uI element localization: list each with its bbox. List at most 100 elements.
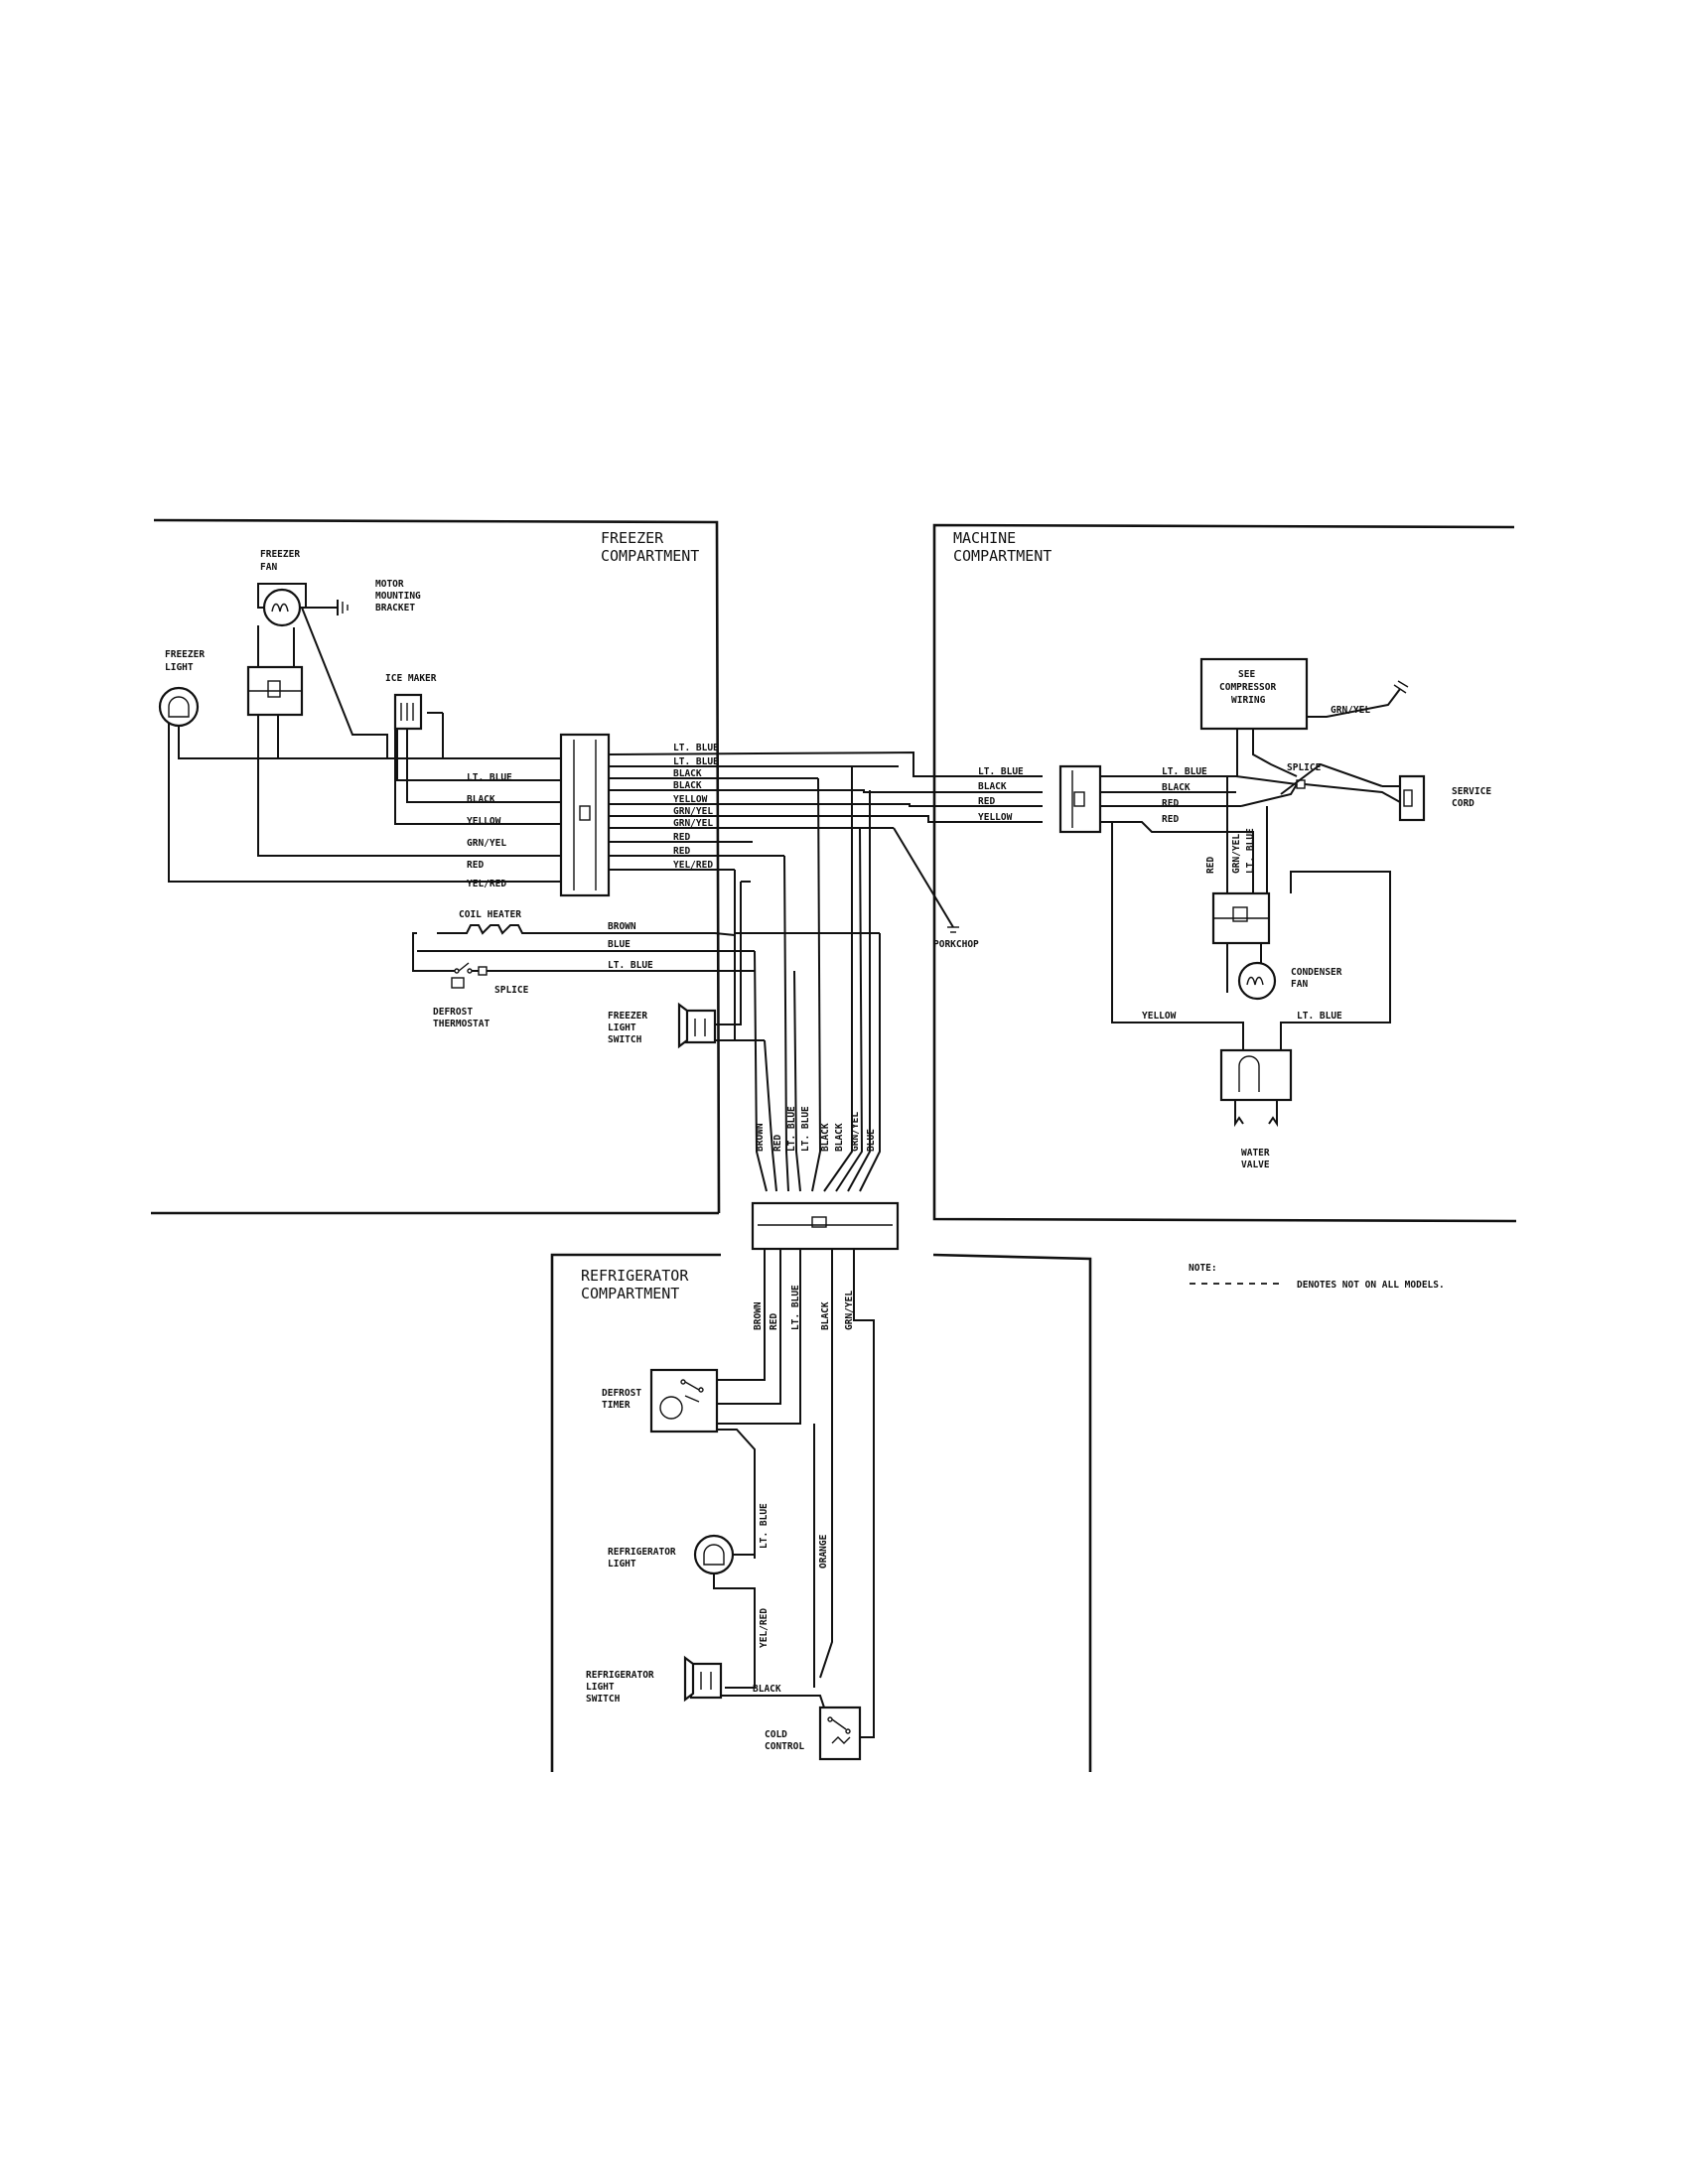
svg-text:PORKCHOP: PORKCHOP bbox=[933, 939, 979, 950]
water-valve: YELLOW LT. BLUE WATER VALVE bbox=[1142, 1011, 1342, 1170]
svg-text:BLUE: BLUE bbox=[866, 1129, 877, 1152]
svg-text:LT. BLUE: LT. BLUE bbox=[673, 743, 719, 753]
freezer-light: FREEZER LIGHT bbox=[158, 649, 205, 728]
svg-text:LT. BLUE: LT. BLUE bbox=[673, 756, 719, 767]
svg-text:SWITCH: SWITCH bbox=[608, 1034, 642, 1045]
svg-text:BLACK: BLACK bbox=[820, 1123, 831, 1152]
svg-text:LT. BLUE: LT. BLUE bbox=[608, 960, 653, 971]
svg-text:RED: RED bbox=[673, 846, 690, 857]
section-label-machine: MACHINE COMPARTMENT bbox=[953, 529, 1052, 565]
machine-connector-block bbox=[1058, 764, 1102, 834]
porkchop-ground: PORKCHOP bbox=[893, 827, 979, 950]
svg-text:BLACK: BLACK bbox=[1162, 782, 1191, 793]
svg-text:RED: RED bbox=[769, 1313, 779, 1330]
svg-text:LT. BLUE: LT. BLUE bbox=[1245, 828, 1256, 874]
svg-text:LT. BLUE: LT. BLUE bbox=[786, 1106, 797, 1152]
svg-text:FAN: FAN bbox=[1291, 979, 1308, 990]
cold-control: COLD CONTROL bbox=[765, 1706, 862, 1761]
svg-text:WATER: WATER bbox=[1241, 1148, 1270, 1159]
svg-text:RED: RED bbox=[673, 832, 690, 843]
svg-text:COMPARTMENT: COMPARTMENT bbox=[953, 547, 1052, 565]
svg-text:BROWN: BROWN bbox=[755, 1123, 766, 1152]
svg-text:LIGHT: LIGHT bbox=[608, 1559, 636, 1570]
svg-text:BLACK: BLACK bbox=[834, 1123, 845, 1152]
svg-text:TIMER: TIMER bbox=[602, 1400, 631, 1411]
svg-text:ORANGE: ORANGE bbox=[818, 1534, 829, 1569]
freezer-vertical-bundle bbox=[734, 766, 881, 1192]
svg-text:LIGHT: LIGHT bbox=[586, 1682, 615, 1693]
svg-text:FAN: FAN bbox=[260, 562, 277, 573]
refrigerator-light-switch: REFRIGERATOR LIGHT SWITCH BLACK bbox=[586, 1655, 825, 1708]
svg-text:LIGHT: LIGHT bbox=[608, 1023, 636, 1033]
freezer-connector-block bbox=[559, 733, 611, 897]
svg-text:GRN/YEL: GRN/YEL bbox=[1231, 834, 1242, 874]
machine-right-wire-labels: LT. BLUE BLACK RED RED bbox=[1162, 766, 1207, 825]
svg-text:SWITCH: SWITCH bbox=[586, 1694, 621, 1705]
svg-text:YEL/RED: YEL/RED bbox=[759, 1608, 770, 1648]
svg-text:BROWN: BROWN bbox=[608, 921, 636, 932]
svg-text:COMPARTMENT: COMPARTMENT bbox=[581, 1285, 679, 1302]
refrigerator-vertical-wire-labels: BROWN RED LT. BLUE BLACK GRN/YEL bbox=[753, 1285, 855, 1330]
svg-text:COMPRESSOR: COMPRESSOR bbox=[1219, 682, 1276, 693]
condenser-connector: RED GRN/YEL LT. BLUE bbox=[1205, 776, 1271, 945]
freezer-right-wire-labels: LT. BLUE LT. BLUE BLACK BLACK YELLOW GRN… bbox=[673, 743, 719, 871]
coil-heater: COIL HEATER bbox=[412, 909, 755, 972]
section-label-refrigerator: REFRIGERATOR COMPARTMENT bbox=[581, 1267, 689, 1302]
svg-text:LIGHT: LIGHT bbox=[165, 662, 194, 673]
svg-text:YEL/RED: YEL/RED bbox=[673, 860, 713, 871]
svg-text:MACHINE: MACHINE bbox=[953, 529, 1016, 547]
section-label-freezer: FREEZER COMPARTMENT bbox=[601, 529, 699, 565]
svg-text:BLACK: BLACK bbox=[978, 781, 1007, 792]
svg-text:LT. BLUE: LT. BLUE bbox=[800, 1106, 811, 1152]
svg-text:COLD: COLD bbox=[765, 1729, 787, 1740]
svg-text:REFRIGERATOR: REFRIGERATOR bbox=[581, 1267, 689, 1285]
svg-text:YELLOW: YELLOW bbox=[1142, 1011, 1177, 1022]
svg-text:SPLICE: SPLICE bbox=[494, 985, 529, 996]
splice-right: SPLICE bbox=[1235, 762, 1401, 807]
svg-text:BLACK: BLACK bbox=[467, 794, 495, 805]
svg-text:YELLOW: YELLOW bbox=[673, 794, 708, 805]
splice-left: SPLICE bbox=[472, 966, 755, 996]
svg-text:DENOTES NOT ON ALL MODELS.: DENOTES NOT ON ALL MODELS. bbox=[1297, 1280, 1445, 1291]
svg-text:SERVICE: SERVICE bbox=[1452, 786, 1491, 797]
svg-text:BLUE: BLUE bbox=[608, 939, 631, 950]
svg-text:LT. BLUE: LT. BLUE bbox=[467, 772, 512, 783]
motor-mounting-bracket: MOTOR MOUNTING BRACKET bbox=[300, 579, 421, 615]
svg-text:YELLOW: YELLOW bbox=[978, 812, 1013, 823]
svg-text:VALVE: VALVE bbox=[1241, 1160, 1270, 1170]
svg-text:LT. BLUE: LT. BLUE bbox=[1297, 1011, 1342, 1022]
service-cord: SERVICE CORD bbox=[1382, 774, 1491, 822]
svg-text:REFRIGERATOR: REFRIGERATOR bbox=[608, 1547, 676, 1558]
machine-left-wire-labels: LT. BLUE BLACK RED YELLOW bbox=[978, 766, 1024, 823]
svg-text:LT. BLUE: LT. BLUE bbox=[1162, 766, 1207, 777]
svg-text:COIL HEATER: COIL HEATER bbox=[459, 909, 521, 920]
timer-light-wire-label: LT. BLUE bbox=[759, 1503, 770, 1549]
freezer-vertical-wire-labels: BROWN RED LT. BLUE LT. BLUE BLACK BLACK … bbox=[755, 1106, 877, 1152]
svg-text:CONDENSER: CONDENSER bbox=[1291, 967, 1342, 978]
svg-text:FREEZER: FREEZER bbox=[601, 529, 664, 547]
svg-text:BRACKET: BRACKET bbox=[375, 603, 415, 614]
compartment-borders bbox=[151, 518, 1517, 1772]
svg-text:WIRING: WIRING bbox=[1231, 695, 1266, 706]
freezer-fan: FREEZER FAN bbox=[257, 549, 307, 627]
svg-text:FREEZER: FREEZER bbox=[260, 549, 300, 560]
refrigerator-light: REFRIGERATOR LIGHT bbox=[608, 1534, 756, 1689]
svg-text:BLACK: BLACK bbox=[820, 1301, 831, 1330]
svg-text:GRN/YEL: GRN/YEL bbox=[673, 806, 713, 817]
svg-text:GRN/YEL: GRN/YEL bbox=[844, 1291, 855, 1330]
freezer-light-switch: FREEZER LIGHT SWITCH bbox=[608, 882, 765, 1049]
svg-text:CORD: CORD bbox=[1452, 798, 1474, 809]
svg-text:RED: RED bbox=[772, 1135, 783, 1152]
svg-text:MOTOR: MOTOR bbox=[375, 579, 404, 590]
svg-text:RED: RED bbox=[1205, 857, 1216, 874]
svg-text:GRN/YEL: GRN/YEL bbox=[1331, 705, 1370, 716]
svg-text:BLACK: BLACK bbox=[753, 1684, 781, 1695]
ice-maker: ICE MAKER bbox=[385, 673, 437, 731]
svg-text:GRN/YEL: GRN/YEL bbox=[850, 1112, 861, 1152]
defrost-timer: DEFROST TIMER bbox=[602, 1368, 756, 1559]
svg-text:COMPARTMENT: COMPARTMENT bbox=[601, 547, 699, 565]
svg-text:DEFROST: DEFROST bbox=[433, 1007, 473, 1018]
freezer-right-wiring bbox=[608, 751, 1043, 871]
svg-text:BROWN: BROWN bbox=[753, 1301, 764, 1330]
